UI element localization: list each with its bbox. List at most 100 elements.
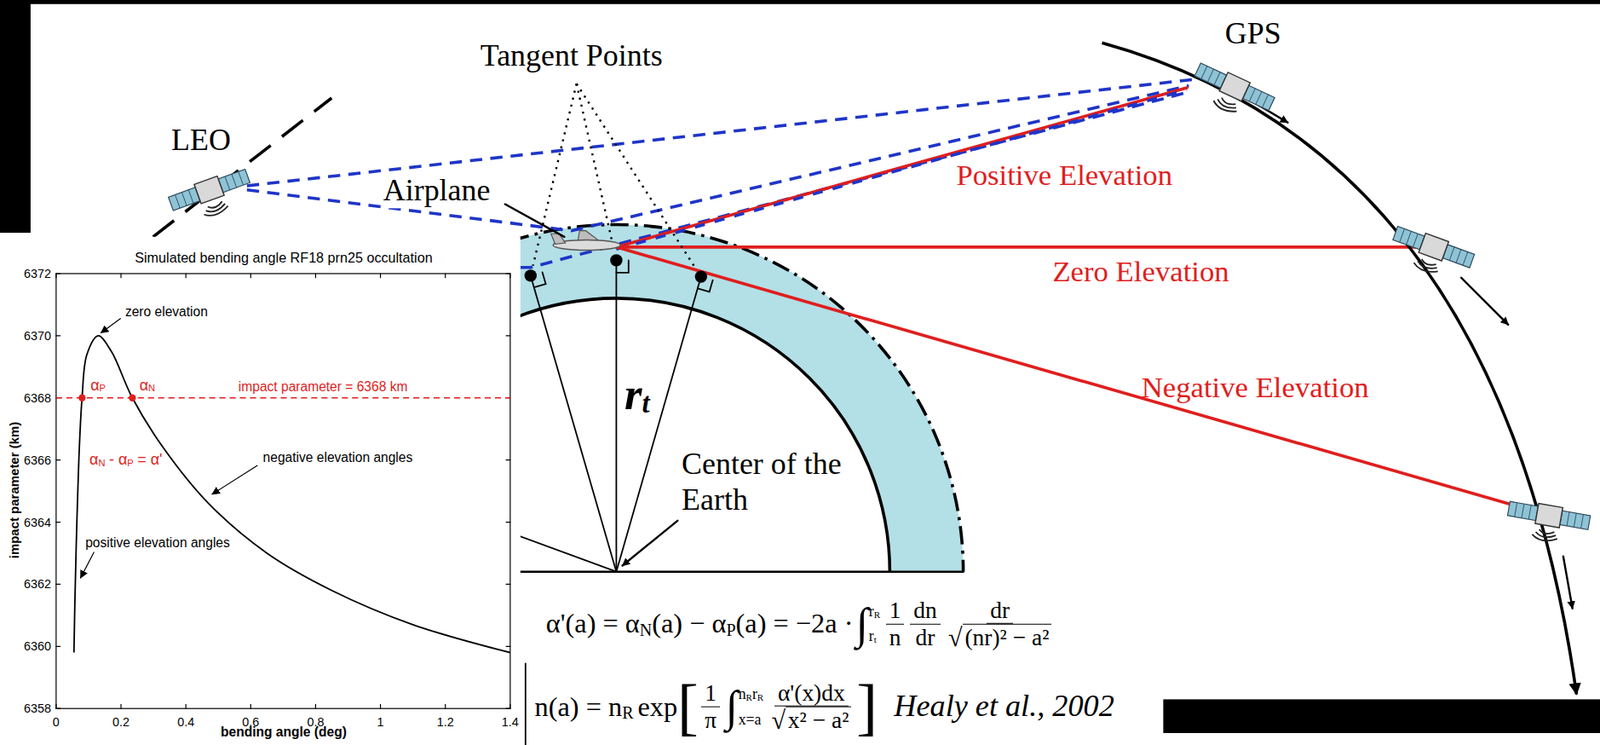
subscript: P (126, 456, 133, 468)
signal-wave (206, 203, 227, 214)
text-run: α (90, 375, 99, 394)
text-run: 6372 (23, 266, 52, 282)
motion-arrow (1563, 556, 1573, 609)
text-run: 6368 (23, 390, 52, 405)
label: αP (88, 375, 108, 394)
panel-grid (1406, 230, 1412, 245)
satellite-body (1535, 503, 1563, 529)
numerator: 1 (701, 679, 720, 707)
tick (56, 645, 61, 647)
panel-grid (1462, 251, 1468, 265)
signal-wave (1412, 262, 1439, 276)
tick (506, 334, 511, 336)
annotation-arrow (212, 465, 258, 495)
tangent-point (524, 269, 537, 282)
subscript: P (99, 382, 106, 394)
text-run: α'(x)dx (777, 679, 846, 706)
text-run: dr (989, 597, 1010, 623)
solar-panel (1559, 510, 1591, 530)
text-run: impact parameter = 6368 km (238, 379, 409, 395)
tick (55, 273, 57, 278)
big-bracket: [ (677, 675, 699, 737)
chart-panel (0, 236, 521, 745)
text-run: 0 (52, 714, 60, 730)
subscript: R (757, 691, 764, 703)
subscript: t (874, 633, 877, 645)
tick (506, 459, 511, 461)
text-run: negative elevation angles (263, 449, 414, 466)
label: 1.2 (437, 714, 455, 730)
text-run: impact parameter (km) (6, 421, 22, 559)
text-run: exp (637, 690, 678, 722)
plot-box (56, 273, 511, 708)
text-run: dn (913, 597, 937, 623)
panel-grid (181, 192, 187, 207)
label: Center of the Earth (681, 446, 846, 518)
signal-wave (1416, 260, 1438, 271)
text-run: x=a (738, 709, 762, 727)
tick (506, 272, 511, 274)
black-bar (1162, 698, 1600, 733)
solar-panel (1442, 244, 1474, 268)
text-run: 6370 (23, 328, 52, 344)
panel-grid (188, 189, 194, 204)
panel-grid (1449, 247, 1455, 261)
tick (379, 273, 381, 278)
subscript: N (639, 619, 652, 639)
text-run: (a) = −2a · (736, 607, 854, 639)
square-root: √x² − a² (771, 706, 852, 733)
text-run: r (752, 684, 758, 703)
label: 6366 (23, 452, 52, 467)
numerator: dn (909, 597, 941, 624)
label: 6360 (23, 638, 52, 654)
panel-grid (238, 171, 244, 185)
panel-grid (1566, 512, 1570, 527)
panel-grid (175, 194, 181, 208)
text-run: r (869, 627, 875, 645)
text-run: 0.6 (241, 714, 259, 730)
text-run: n(a) = n (535, 690, 623, 722)
tick (250, 273, 252, 278)
tick (185, 703, 187, 708)
motion-arrow (1461, 277, 1508, 325)
text-run: zero elevation (125, 305, 208, 321)
tick (120, 703, 121, 708)
text-run: Healy et al., 2002 (893, 688, 1114, 725)
text-run: x² − a² (788, 707, 850, 733)
label: 1.4 (501, 714, 519, 730)
numerator: 1 (886, 597, 905, 624)
airplane-icon (551, 230, 621, 251)
signal-wave (1538, 529, 1554, 536)
text-run: 6358 (23, 701, 52, 716)
label: bending angle (deg) (220, 724, 347, 740)
label: 6370 (23, 328, 52, 344)
tick (56, 521, 61, 523)
leader-line (505, 204, 565, 237)
fraction: α'(x)dx√x² − a² (769, 679, 854, 733)
text-run: 6366 (23, 452, 52, 467)
denominator: π (702, 706, 719, 732)
denominator: n (886, 623, 904, 650)
signal-wave (204, 205, 231, 219)
bending-angle-curve (74, 335, 511, 653)
text-run: Zero Elevation (1052, 254, 1229, 289)
subscript: N (97, 456, 105, 468)
text-run: α (89, 450, 98, 469)
label: negative elevation angles (261, 449, 415, 466)
subscript: R (621, 702, 634, 722)
tick (444, 703, 446, 708)
panel-grid (1201, 66, 1208, 80)
text-run: 6360 (23, 638, 52, 654)
text-run: r (869, 602, 875, 620)
upper-limit: rR (869, 602, 881, 620)
text-run: = α' (137, 450, 162, 469)
label: 6372 (23, 266, 52, 282)
positive-elevation-ray (615, 87, 1187, 248)
panel-grid (1413, 233, 1419, 248)
text-run: 0.8 (306, 714, 324, 730)
leader-line (533, 83, 577, 266)
text-run: Positive Elevation (955, 158, 1173, 193)
tick (506, 645, 511, 647)
satellite-icon (1186, 60, 1277, 127)
